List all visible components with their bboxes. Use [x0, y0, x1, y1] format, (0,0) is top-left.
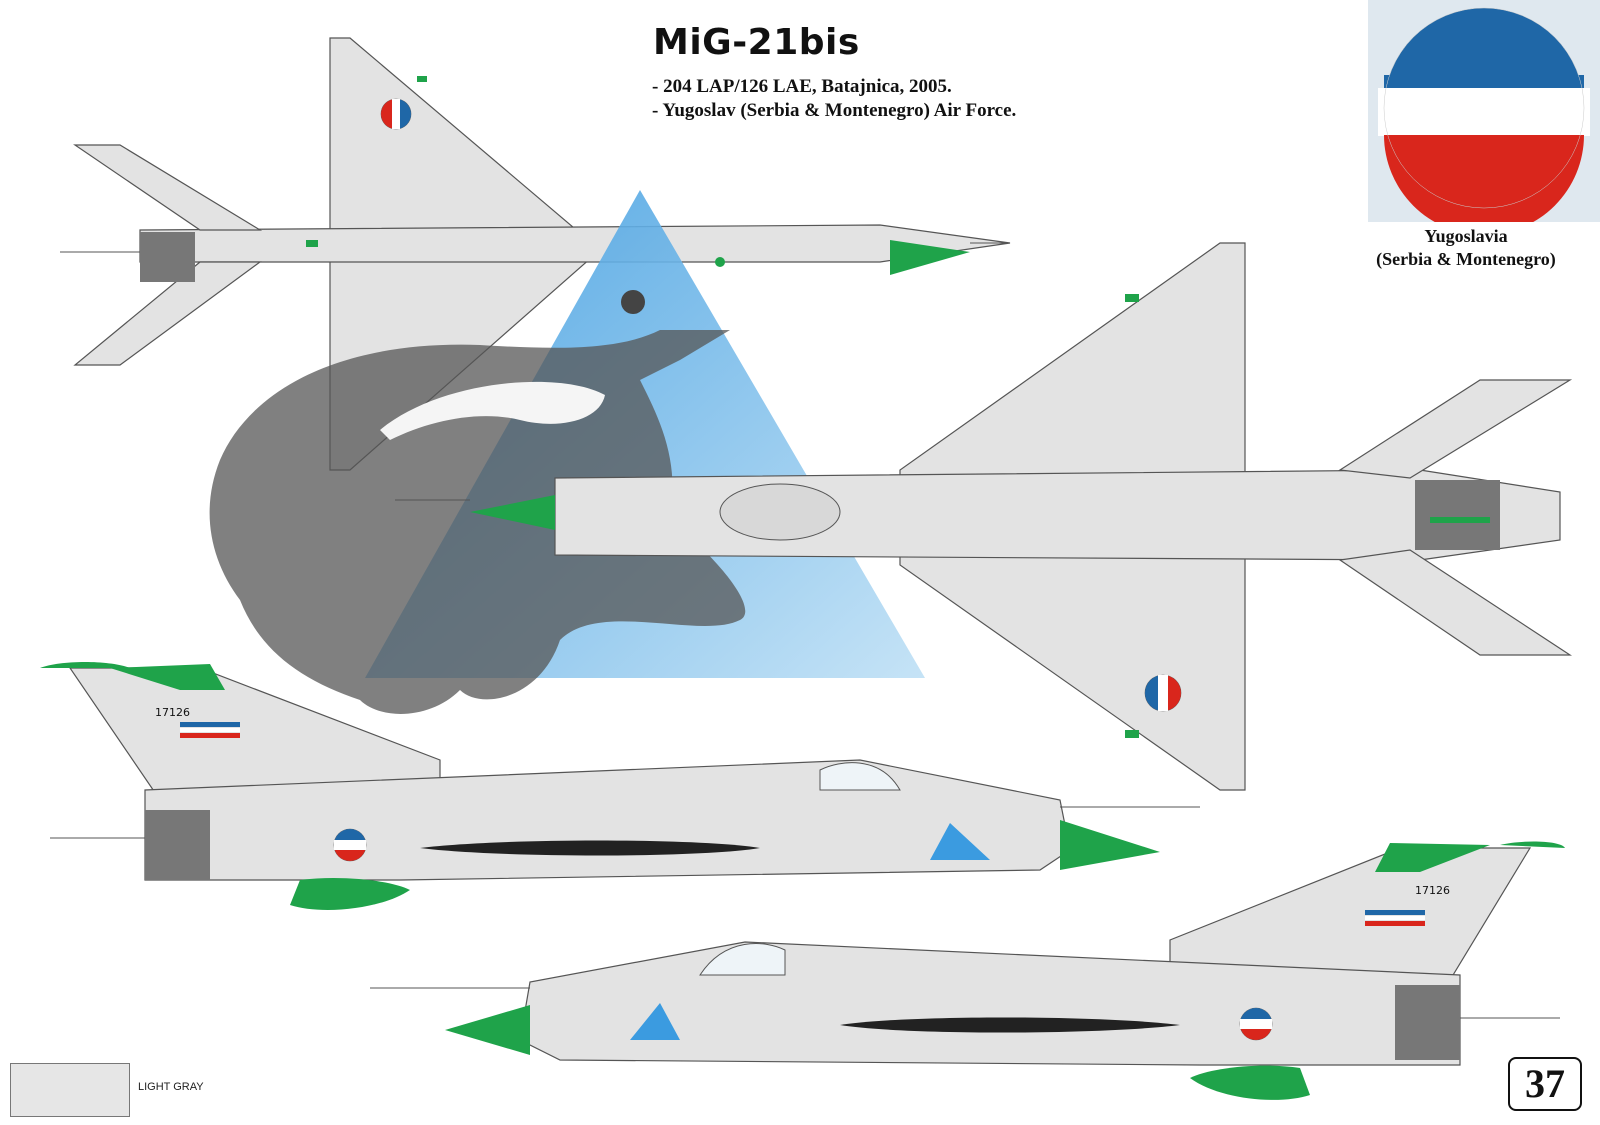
color-swatch-label: LIGHT GRAY: [138, 1081, 204, 1093]
subtitle-line-unit: - 204 LAP/126 LAE, Batajnica, 2005.: [652, 76, 952, 97]
side-view-left-profile: 17126: [40, 662, 1200, 910]
page-number: 37: [1508, 1057, 1582, 1111]
subtitle-line-airforce: - Yugoslav (Serbia & Montenegro) Air For…: [652, 100, 1017, 121]
side-view-right-profile: 17126: [370, 841, 1565, 1100]
country-name: Yugoslavia: [1424, 226, 1508, 246]
national-roundel: [1378, 7, 1590, 222]
fuselage-roundel-1: [333, 828, 367, 862]
country-subname: (Serbia & Montenegro): [1376, 249, 1556, 269]
national-roundel-panel: [1368, 0, 1600, 222]
plan-view-right: [395, 242, 1573, 791]
color-swatch-light-gray: [10, 1063, 130, 1117]
wing-roundel-upper: [380, 98, 412, 130]
page-title: MiG-21bis: [653, 22, 860, 63]
fuselage-roundel-2: [1239, 1007, 1273, 1041]
wing-roundel-right: [1144, 674, 1182, 712]
fin-serial-1: 17126: [155, 706, 190, 719]
fin-serial-2: 17126: [1415, 884, 1450, 897]
fin-flag-1: [180, 722, 240, 738]
fin-flag-2: [1365, 910, 1425, 926]
